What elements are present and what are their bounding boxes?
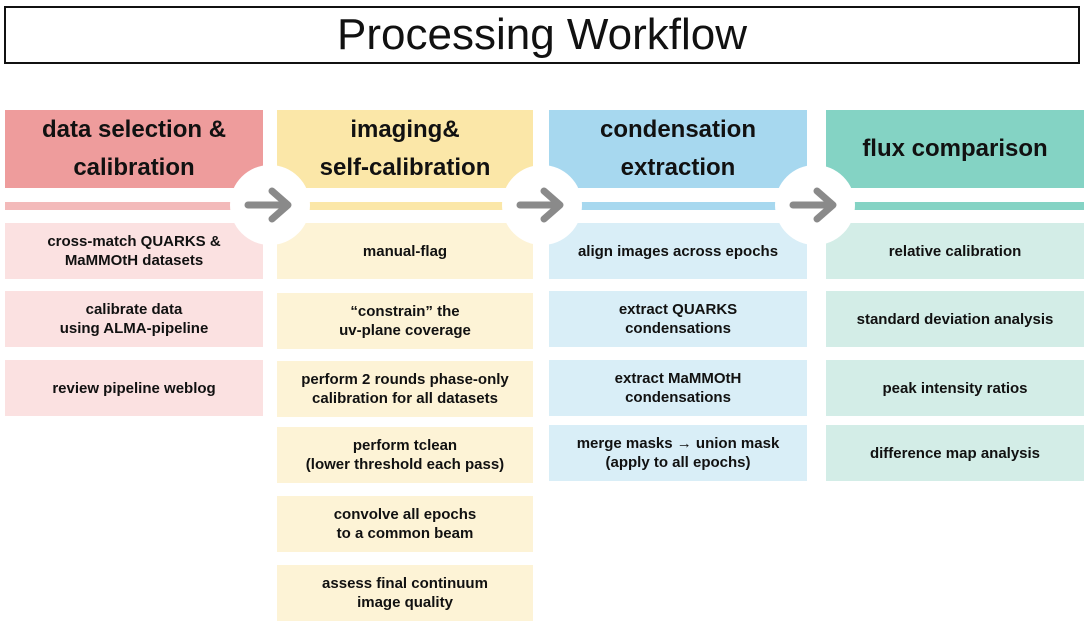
stage-divider-bar xyxy=(277,202,533,210)
stage-column-flux: flux comparison relative calibration sta… xyxy=(826,110,1084,622)
flow-arrow-3 xyxy=(775,165,855,245)
step-box: review pipeline weblog xyxy=(5,360,263,416)
step-box: “constrain” the uv-plane coverage xyxy=(277,293,533,349)
step-box: extract QUARKS condensations xyxy=(549,291,807,347)
step-box: merge masks → union mask (apply to all e… xyxy=(549,425,807,481)
stage-divider-bar xyxy=(549,202,807,210)
stage-header-flux: flux comparison xyxy=(826,110,1084,188)
step-box: peak intensity ratios xyxy=(826,360,1084,416)
step-box: relative calibration xyxy=(826,223,1084,279)
flow-arrow-2 xyxy=(502,165,582,245)
flow-arrow-1 xyxy=(230,165,310,245)
stage-column-imaging: imaging& self-calibration manual-flag “c… xyxy=(277,110,533,622)
stage-header-condensation: condensation extraction xyxy=(549,110,807,188)
step-box: extract MaMMOtH condensations xyxy=(549,360,807,416)
step-box: assess final continuum image quality xyxy=(277,565,533,621)
diagram-title: Processing Workflow xyxy=(4,6,1080,64)
step-box: perform 2 rounds phase-only calibration … xyxy=(277,361,533,417)
step-box: standard deviation analysis xyxy=(826,291,1084,347)
step-box: cross-match QUARKS & MaMMOtH datasets xyxy=(5,223,263,279)
arrow-right-icon xyxy=(244,187,292,223)
step-box: convolve all epochs to a common beam xyxy=(277,496,533,552)
step-box: difference map analysis xyxy=(826,425,1084,481)
stage-header-data-selection: data selection & calibration xyxy=(5,110,263,188)
stage-column-data-selection: data selection & calibration cross-match… xyxy=(5,110,263,622)
stage-column-condensation: condensation extraction align images acr… xyxy=(549,110,807,622)
step-box: align images across epochs xyxy=(549,223,807,279)
arrow-right-icon xyxy=(789,187,837,223)
step-box: manual-flag xyxy=(277,223,533,279)
arrow-right-icon xyxy=(516,187,564,223)
stage-divider-bar xyxy=(826,202,1084,210)
stage-header-imaging: imaging& self-calibration xyxy=(277,110,533,188)
step-box: perform tclean (lower threshold each pas… xyxy=(277,427,533,483)
step-box: calibrate data using ALMA-pipeline xyxy=(5,291,263,347)
stage-divider-bar xyxy=(5,202,263,210)
